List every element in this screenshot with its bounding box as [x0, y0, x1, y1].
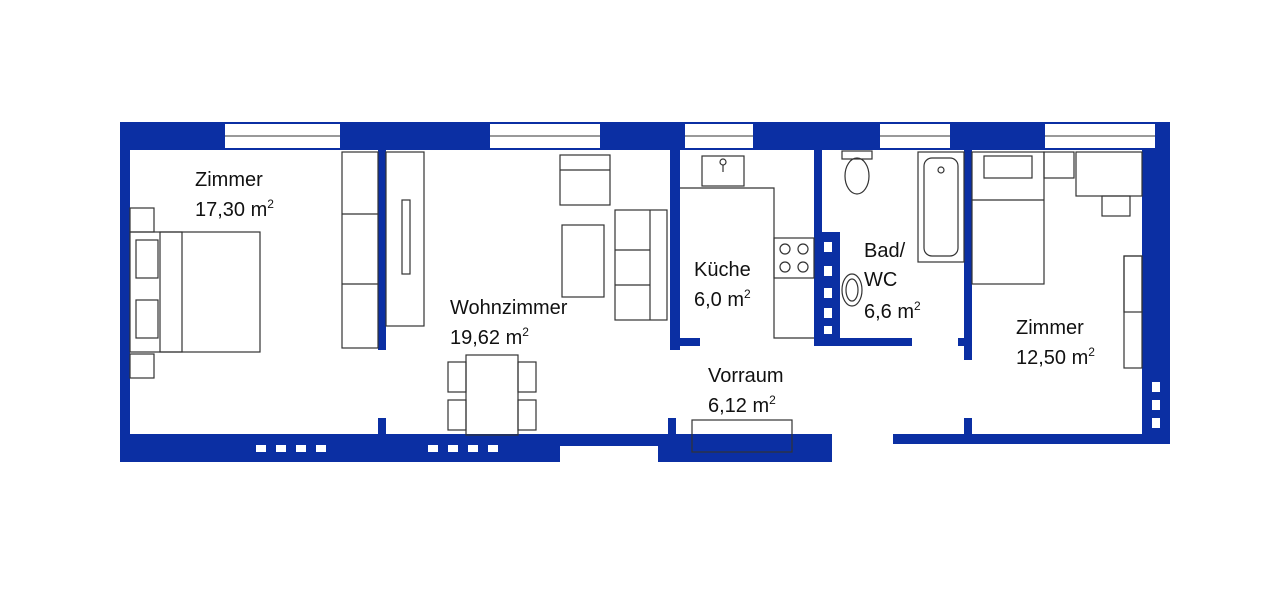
- label-vorraum: Vorraum: [708, 365, 784, 387]
- wohnzimmer-sup: 2: [522, 325, 529, 339]
- wall-kueche-bad-block: [818, 232, 840, 338]
- kueche-area: 6,0 m: [694, 289, 744, 311]
- shoe-cabinet-icon: [691, 419, 793, 453]
- wall-bad-zimmer2-bot: [964, 418, 972, 438]
- dining-table-icon: [447, 354, 537, 436]
- label-bad: Bad/: [864, 240, 906, 262]
- coffee-table-icon: [561, 224, 605, 298]
- area-zimmer-2: 12,50 m2: [1016, 345, 1095, 369]
- area-wohnzimmer: 19,62 m2: [450, 325, 529, 349]
- right-wall: [1142, 122, 1170, 444]
- vorraum-sup: 2: [769, 393, 776, 407]
- bottom-wall-mid: [658, 434, 832, 462]
- wall-bad-bottom: [818, 338, 912, 346]
- vorraum-area: 6,12 m: [708, 395, 769, 417]
- room-labels: Zimmer 17,30 m2 Wohnzimmer 19,62 m2 Küch…: [195, 169, 1095, 417]
- bad-name: Bad/: [864, 240, 906, 262]
- wohnzimmer-area: 19,62 m: [450, 327, 522, 349]
- wohnzimmer-name: Wohnzimmer: [450, 297, 568, 319]
- window-5: [1045, 124, 1155, 148]
- label-zimmer-2: Zimmer: [1016, 317, 1084, 339]
- washbasin-icon: [841, 273, 863, 307]
- wall-wohn-kueche: [670, 150, 680, 350]
- zimmer-1-name: Zimmer: [195, 169, 263, 191]
- bed-icon: [129, 207, 261, 379]
- bad-name-2: WC: [864, 269, 897, 291]
- label-wohnzimmer: Wohnzimmer: [450, 297, 568, 319]
- wall-zimmer1-wohn-bot: [378, 418, 386, 436]
- kueche-sup: 2: [744, 287, 751, 301]
- window-1: [225, 124, 340, 148]
- bottom-wall-left2: [560, 434, 670, 446]
- zimmer-1-area: 17,30 m: [195, 199, 267, 221]
- bad-sup: 2: [914, 299, 921, 313]
- label-wc: WC: [864, 269, 897, 291]
- toilet-icon: [841, 150, 873, 195]
- wardrobe-2-icon: [1123, 255, 1143, 369]
- bottom-wall-right: [893, 434, 1170, 444]
- zimmer-2-area: 12,50 m: [1016, 347, 1088, 369]
- zimmer-1-sup: 2: [267, 197, 274, 211]
- tv-cabinet-icon: [385, 151, 425, 327]
- wall-zimmer1-wohn-top: [378, 150, 386, 350]
- window-markers-right: [1152, 382, 1160, 428]
- vorraum-name: Vorraum: [708, 365, 784, 387]
- furniture: [129, 150, 1143, 453]
- area-zimmer-1: 17,30 m2: [195, 197, 274, 221]
- walls: [120, 122, 1170, 462]
- stove-icon: [773, 237, 815, 279]
- window-2: [490, 124, 600, 148]
- zimmer-2-name: Zimmer: [1016, 317, 1084, 339]
- armchair-icon: [559, 154, 611, 206]
- left-wall: [120, 122, 130, 462]
- windows: [225, 124, 1160, 452]
- area-kueche: 6,0 m2: [694, 287, 751, 311]
- window-4: [880, 124, 950, 148]
- label-kueche: Küche: [694, 259, 751, 281]
- bed-2-icon: [971, 151, 1045, 285]
- area-bad: 6,6 m2: [864, 299, 921, 323]
- desk-icon: [1075, 151, 1143, 217]
- wall-wohn-kueche-stub: [670, 338, 700, 346]
- wall-bad-zimmer2: [964, 150, 972, 360]
- wardrobe-icon: [341, 151, 379, 349]
- bottom-wall-left: [120, 434, 560, 462]
- bad-area: 6,6 m: [864, 301, 914, 323]
- nightstand-icon: [1043, 151, 1075, 179]
- sofa-icon: [614, 209, 668, 321]
- kueche-name: Küche: [694, 259, 751, 281]
- zimmer-2-sup: 2: [1088, 345, 1095, 359]
- wall-wohn-kueche-bot: [668, 418, 676, 436]
- wall-markers-bath: [824, 242, 832, 334]
- area-vorraum: 6,12 m2: [708, 393, 776, 417]
- window-3: [685, 124, 753, 148]
- window-markers-bottom: [256, 445, 498, 452]
- bathtub-icon: [917, 151, 965, 263]
- label-zimmer-1: Zimmer: [195, 169, 263, 191]
